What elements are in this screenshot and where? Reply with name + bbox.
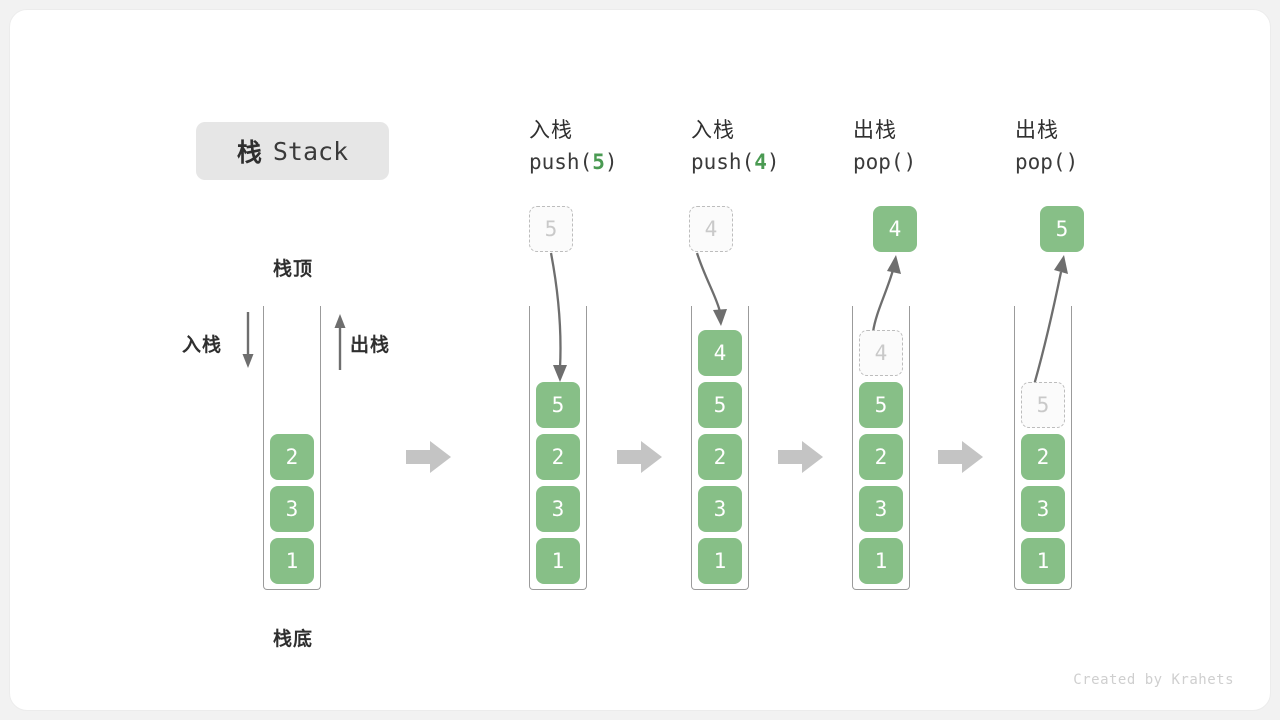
- column-label-cn: 入栈: [691, 119, 735, 142]
- column-label-push-5: 入栈 push(5): [529, 116, 618, 178]
- floating-ghost-cell: 5: [529, 206, 573, 252]
- push-direction-arrow: [242, 312, 254, 368]
- stack-cell: 2: [859, 434, 903, 480]
- stack-cell: 1: [1021, 538, 1065, 584]
- stack-cell: 1: [859, 538, 903, 584]
- code-post: ): [903, 150, 917, 174]
- stack-cell: 3: [698, 486, 742, 532]
- code-arg: 4: [754, 150, 767, 174]
- stack-container-pop-4: [852, 306, 910, 590]
- stack-cell: 1: [536, 538, 580, 584]
- stack-cell: 5: [859, 382, 903, 428]
- stack-cell: 3: [270, 486, 314, 532]
- title-chinese: 栈: [236, 139, 263, 167]
- pop-motion-arrow: [1032, 255, 1068, 386]
- code-pre: push(: [529, 150, 593, 174]
- title-english: Stack: [272, 136, 349, 166]
- stack-cell: 3: [536, 486, 580, 532]
- code-pre: push(: [691, 150, 755, 174]
- column-label-pop-5: 出栈 pop(): [1015, 116, 1078, 178]
- flow-arrow-icon: [617, 441, 662, 473]
- popped-value-cell: 5: [1040, 206, 1084, 252]
- credit-text: Created by Krahets: [1073, 672, 1234, 688]
- push-motion-arrow: [549, 252, 567, 382]
- code-pre: pop(: [1015, 150, 1066, 174]
- push-side-label: 入栈: [182, 335, 223, 356]
- stack-cell-ghost: 4: [859, 330, 903, 376]
- floating-ghost-cell: 4: [689, 206, 733, 252]
- pop-side-label: 出栈: [350, 335, 391, 356]
- stack-cell: 3: [1021, 486, 1065, 532]
- stack-cell: 5: [536, 382, 580, 428]
- figure-title-badge: 栈 Stack: [196, 122, 389, 180]
- pop-direction-arrow: [334, 314, 346, 370]
- code-post: ): [766, 150, 780, 174]
- column-label-pop-4: 出栈 pop(): [853, 116, 916, 178]
- push-motion-arrow: [695, 252, 727, 326]
- column-label-cn: 出栈: [1015, 119, 1059, 142]
- stack-container-push-4: [691, 306, 749, 590]
- flow-arrow-icon: [778, 441, 823, 473]
- code-post: ): [1065, 150, 1079, 174]
- stack-top-label: 栈顶: [272, 259, 313, 280]
- code-pre: pop(: [853, 150, 904, 174]
- column-label-push-4: 入栈 push(4): [691, 116, 780, 178]
- column-label-code: pop(): [1015, 146, 1078, 178]
- diagram-card: 栈 Stack 栈顶 栈底 入栈 出栈 2 3 1 入栈 push(5): [9, 9, 1271, 711]
- column-label-code: pop(): [853, 146, 916, 178]
- stack-cell: 3: [859, 486, 903, 532]
- popped-value-cell: 4: [873, 206, 917, 252]
- stack-container-initial: [263, 306, 321, 590]
- code-arg: 5: [592, 150, 605, 174]
- stack-cell: 2: [1021, 434, 1065, 480]
- stack-cell: 4: [698, 330, 742, 376]
- stack-cell: 5: [698, 382, 742, 428]
- stack-cell: 2: [270, 434, 314, 480]
- column-label-cn: 入栈: [529, 119, 573, 142]
- stack-bottom-label: 栈底: [272, 629, 313, 650]
- column-label-code: push(5): [529, 146, 618, 178]
- stack-cell: 1: [270, 538, 314, 584]
- stack-cell: 2: [698, 434, 742, 480]
- code-post: ): [604, 150, 618, 174]
- stack-container-pop-5: [1014, 306, 1072, 590]
- stack-cell-ghost: 5: [1021, 382, 1065, 428]
- stack-cell: 2: [536, 434, 580, 480]
- column-label-code: push(4): [691, 146, 780, 178]
- pop-motion-arrow: [871, 255, 901, 333]
- stack-container-push-5: [529, 306, 587, 590]
- stack-cell: 1: [698, 538, 742, 584]
- flow-arrow-icon: [938, 441, 983, 473]
- column-label-cn: 出栈: [853, 119, 897, 142]
- flow-arrow-icon: [406, 441, 451, 473]
